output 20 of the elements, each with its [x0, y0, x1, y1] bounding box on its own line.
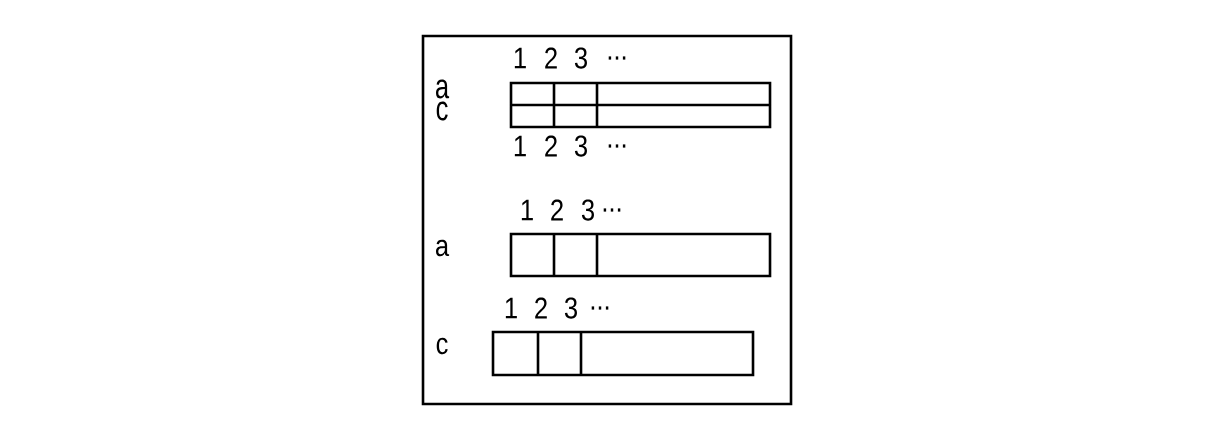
pin-number: 3	[574, 135, 587, 157]
pin-number: 2	[551, 199, 563, 221]
ellipsis: ...	[591, 306, 609, 310]
pin-number: 1	[505, 297, 517, 319]
pin-number: 2	[535, 297, 547, 319]
pin-number: 3	[574, 47, 587, 69]
row-letter: c	[436, 337, 448, 355]
pin-number: 1	[514, 135, 526, 157]
row-letter: a	[436, 239, 450, 257]
ellipsis: ...	[603, 208, 621, 212]
row-letter: a	[436, 79, 450, 99]
row-letter: c	[436, 101, 448, 121]
ellipsis: ...	[608, 56, 626, 60]
pin-number: 3	[581, 199, 594, 221]
pin-number: 2	[545, 47, 557, 69]
pin-number: 1	[521, 199, 533, 221]
ellipsis: ...	[608, 144, 626, 148]
pin-number: 1	[514, 47, 526, 69]
pin-number: 3	[564, 297, 577, 319]
pin-number: 2	[545, 135, 557, 157]
